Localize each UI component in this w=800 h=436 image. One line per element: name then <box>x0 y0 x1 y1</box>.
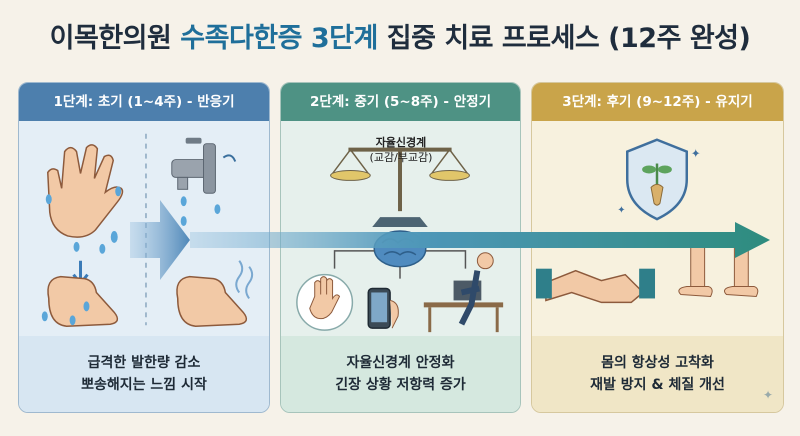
stage-2-result: 자율신경계 안정화 긴장 상황 저항력 증가 <box>281 336 520 412</box>
page-title: 이목한의원 수족다한증 3단계 집중 치료 프로세스 (12주 완성) <box>0 16 800 55</box>
balance-title: 자율신경계 <box>375 136 427 149</box>
sparkle-icon: ✦ <box>762 388 773 402</box>
dripping-faucet-icon <box>171 137 237 227</box>
stage-3-result: 몸의 항상성 고착화 재발 방지 & 체질 개선 <box>532 336 783 412</box>
title-suffix: 집중 치료 프로세스 (12주 완성) <box>377 23 751 54</box>
desk-worker-icon <box>423 252 504 333</box>
stage-2-result-line2: 긴장 상황 저항력 증가 <box>335 377 466 393</box>
stage-1-result-line1: 급격한 발한량 감소 <box>87 355 201 371</box>
dry-foot-icon <box>176 260 254 327</box>
handshake-icon <box>535 268 656 304</box>
sweaty-hand-icon <box>45 144 124 254</box>
stage-3-result-line2: 재발 방지 & 체질 개선 <box>590 377 725 393</box>
stage-1-result: 급격한 발한량 감소 뽀송해지는 느낌 시작 <box>19 336 269 412</box>
stage-3-result-line1: 몸의 항상성 고착화 <box>601 355 714 371</box>
stage-1-header: 1단계: 초기 (1~4주) - 반응기 <box>19 83 269 121</box>
stage-1-illustration <box>41 133 254 327</box>
stage-2-result-line1: 자율신경계 안정화 <box>346 355 455 371</box>
smartphone-icon <box>367 287 399 329</box>
stage-3-illustration: ✦ ✦ <box>535 138 759 304</box>
title-prefix: 이목한의원 <box>49 23 181 54</box>
balance-scale-icon <box>330 147 470 228</box>
title-accent: 수족다한증 3단계 <box>180 23 378 54</box>
balance-subtitle: (교감/부교감) <box>369 151 433 164</box>
stage-3-header: 3단계: 후기 (9~12주) - 유지기 <box>532 83 783 121</box>
raised-hand-icon <box>296 273 354 331</box>
stage-1-result-line2: 뽀송해지는 느낌 시작 <box>81 377 207 393</box>
shield-herb-icon: ✦ ✦ <box>617 138 701 221</box>
svg-text:✦: ✦ <box>617 205 625 216</box>
progress-arrow <box>190 222 770 258</box>
stage-2-header: 2단계: 중기 (5~8주) - 안정기 <box>281 83 520 121</box>
sweaty-foot-icon <box>41 275 119 327</box>
stage-1-chevron-arrow <box>130 200 190 280</box>
svg-text:✦: ✦ <box>691 147 701 161</box>
